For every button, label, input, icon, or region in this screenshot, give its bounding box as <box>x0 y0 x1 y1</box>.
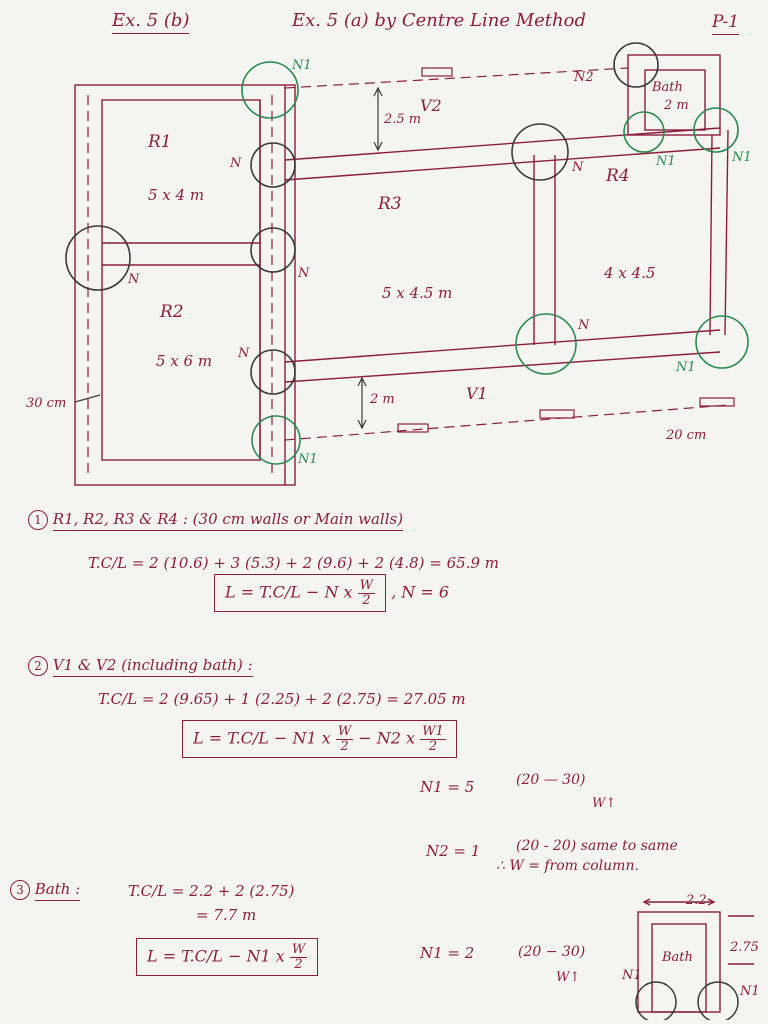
section-3-heading: 3 Bath : <box>10 880 81 901</box>
room-size-r3: 5 x 4.5 m <box>382 284 453 302</box>
junction-label: N <box>578 318 590 333</box>
junction-label: N <box>572 160 584 175</box>
junction-label: N1 <box>656 154 676 169</box>
verandah-label-v2: V2 <box>420 96 442 115</box>
room-label-r4: R4 <box>606 166 630 186</box>
bath-label: Bath <box>652 80 683 95</box>
page-number: P-1 <box>712 12 740 35</box>
section-2-n1-note: (20 — 30) <box>516 772 586 788</box>
bath-width: 2 m <box>664 98 689 113</box>
example-label: Ex. 5 (b) <box>112 10 190 34</box>
room-label-r1: R1 <box>148 132 172 152</box>
junction-label: N <box>238 346 250 361</box>
section-2-tcl: T.C/L = 2 (9.65) + 1 (2.25) + 2 (2.75) =… <box>98 690 466 708</box>
room-label-r3: R3 <box>378 194 402 214</box>
bath-sketch-n1: N1 <box>622 968 642 983</box>
left-block-outer-wall <box>74 84 296 486</box>
section-2-heading: 2 V1 & V2 (including bath) : <box>28 656 253 677</box>
junction-label: N <box>230 156 242 171</box>
junction-n1-top-left <box>241 61 299 119</box>
section-1-heading: 1 R1, R2, R3 & R4 : (30 cm walls or Main… <box>28 510 404 531</box>
bath-sketch-n1: N1 <box>740 984 760 999</box>
bath-sketch-width: 2.2 <box>686 893 707 908</box>
junction-label: N2 <box>574 70 594 85</box>
bath-sketch <box>635 898 754 1020</box>
section-2-n2: N2 = 1 <box>426 842 481 860</box>
thin-wall-note: 20 cm <box>666 428 707 443</box>
verandah-width-v2: 2.5 m <box>384 112 422 127</box>
verandah-label-v1: V1 <box>466 384 488 403</box>
main-wall-note: 30 cm <box>26 396 67 411</box>
room-label-r2: R2 <box>160 302 184 322</box>
section-3-n1-note: (20 − 30) <box>518 944 586 960</box>
bath-sketch-label: Bath <box>662 950 693 965</box>
page-title: Ex. 5 (a) by Centre Line Method <box>292 10 586 31</box>
room-size-r1: 5 x 4 m <box>148 186 205 204</box>
section-3-tcl-result: = 7.7 m <box>196 906 257 924</box>
section-2-w-mark: W↑ <box>592 796 617 811</box>
room-size-r4: 4 x 4.5 <box>604 264 656 282</box>
junction-label: N1 <box>298 452 318 467</box>
junction-label: N1 <box>292 58 312 73</box>
junction-label: N <box>298 266 310 281</box>
verandah-width-v1: 2 m <box>370 392 395 407</box>
junction-label: N <box>128 272 140 287</box>
junction-label: N1 <box>732 150 752 165</box>
section-2-n1: N1 = 5 <box>420 778 475 796</box>
section-2-n2-note: (20 - 20) same to same <box>516 838 678 854</box>
section-3-w-mark: W↑ <box>556 970 581 985</box>
section-3-tcl: T.C/L = 2.2 + 2 (2.75) <box>128 882 295 900</box>
section-1-tcl: T.C/L = 2 (10.6) + 3 (5.3) + 2 (9.6) + 2… <box>88 554 499 572</box>
junction-label: N1 <box>676 360 696 375</box>
bath-sketch-height: 2.75 <box>730 940 759 955</box>
section-2-n2-note2: ∴ W = from column. <box>496 858 639 874</box>
room-size-r2: 5 x 6 m <box>156 352 213 370</box>
floor-plan-drawing <box>65 42 749 486</box>
left-block-inner-wall <box>101 99 261 461</box>
bath-walls <box>627 54 721 136</box>
section-3-n1: N1 = 2 <box>420 944 475 962</box>
